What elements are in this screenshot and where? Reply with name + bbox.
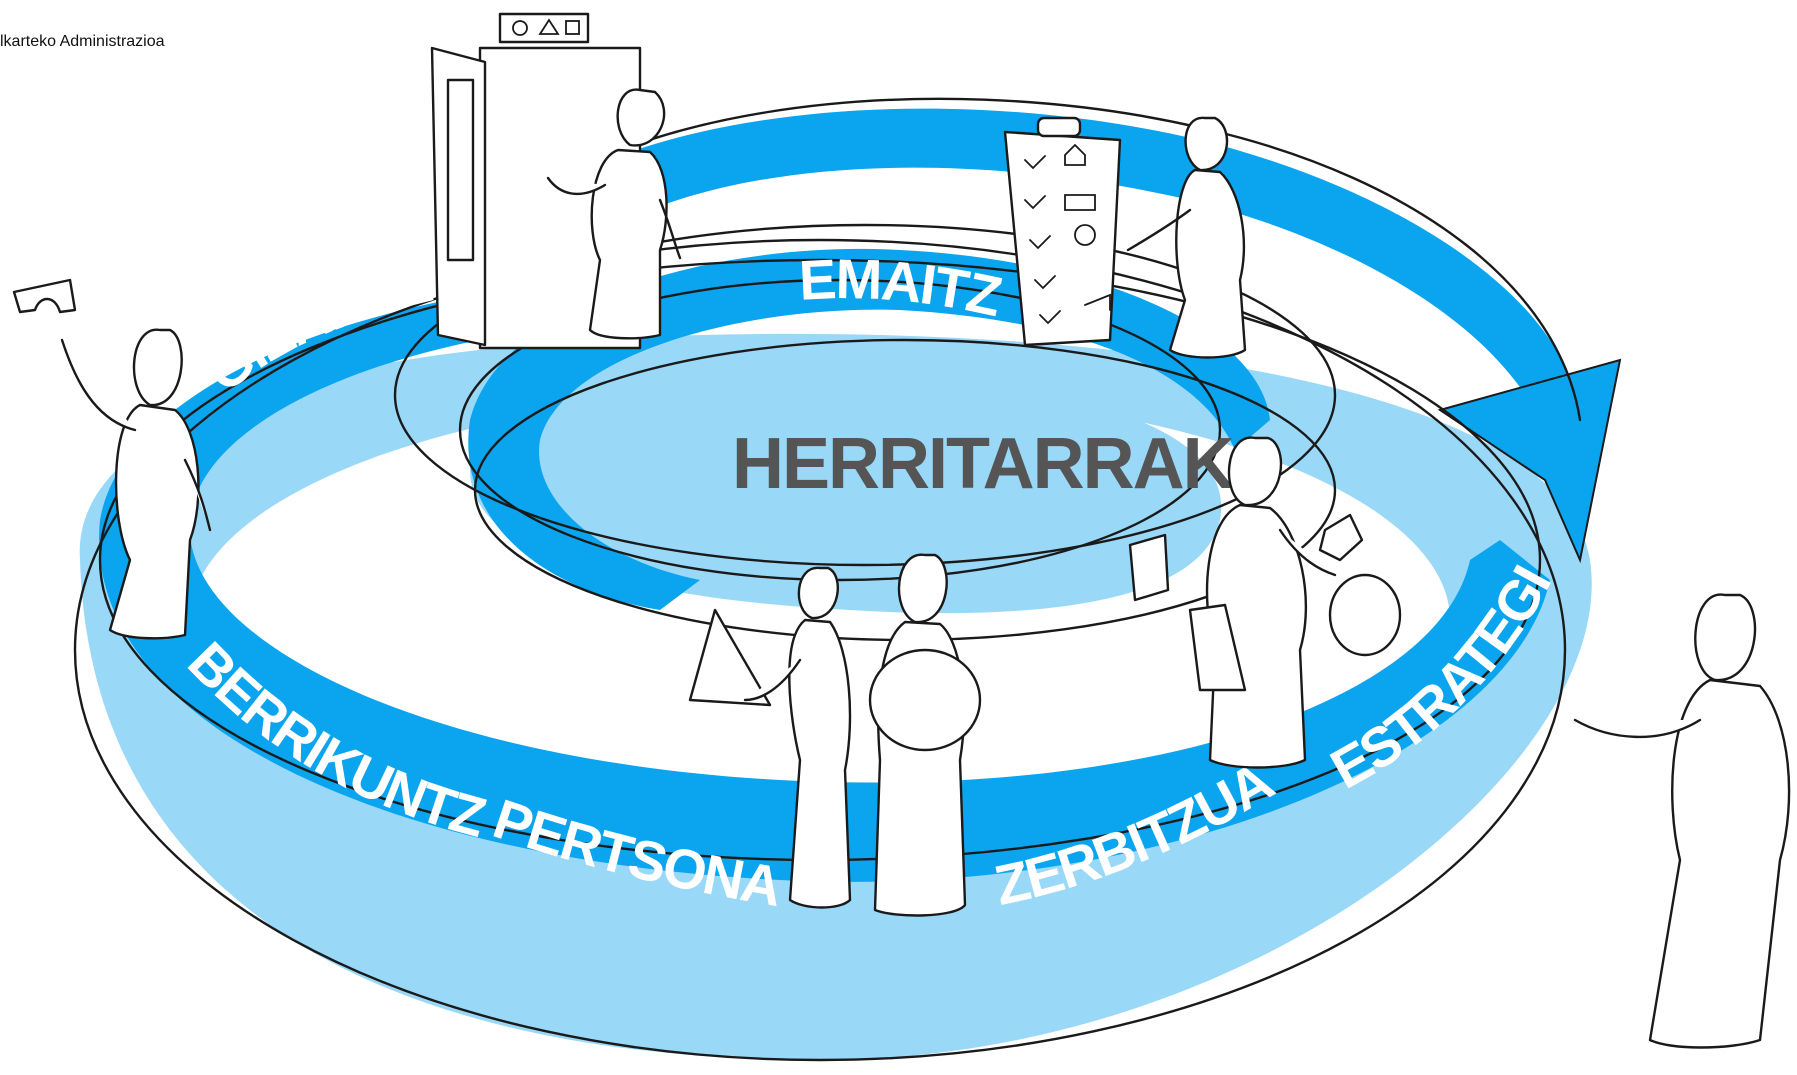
upper-arc-band: [470, 108, 1570, 421]
disc-block-icon: [868, 648, 982, 752]
center-label: HERRITARRAK: [732, 424, 1235, 504]
inner-ring-1: [393, 223, 1337, 567]
arch-block-icon: [12, 278, 77, 314]
person-door: [546, 88, 682, 340]
outer-ring-bottom: [73, 238, 1567, 1062]
person-right: [1573, 593, 1791, 1049]
outer-band: [99, 280, 1551, 882]
person-left: [12, 278, 212, 640]
door-icon: [430, 12, 642, 350]
arrow-head-icon: [1437, 358, 1622, 564]
person-triangle: [688, 566, 852, 909]
inner-ring-2: [458, 278, 1222, 582]
checklist-board-icon: [1003, 116, 1122, 347]
triangle-block-icon: [688, 608, 772, 707]
cube-block-icon: [1318, 513, 1364, 562]
inner-band: [468, 248, 1270, 610]
inner-band-shadow: [470, 369, 1222, 614]
person-board: [1126, 116, 1247, 359]
header-title: lkarteko Administrazioa: [0, 33, 165, 50]
person-disc: [868, 553, 982, 917]
person-cube: [1128, 436, 1402, 769]
